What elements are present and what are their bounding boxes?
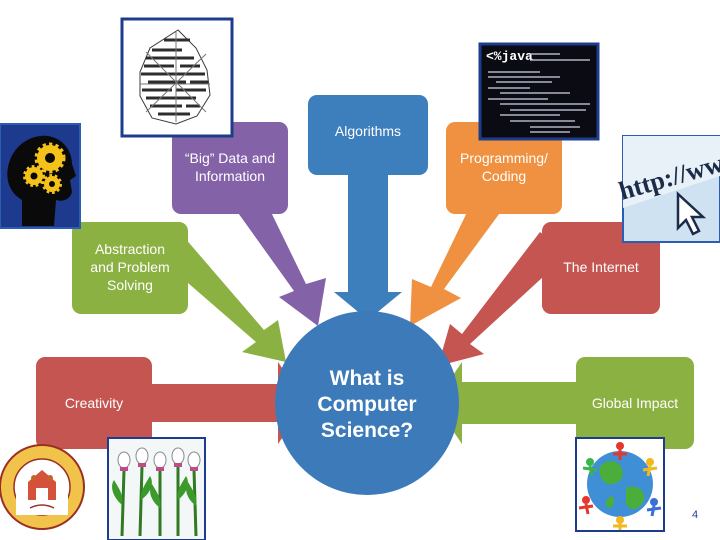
arrow-internet <box>438 232 568 366</box>
arrow-global-impact <box>434 362 580 444</box>
node-box-programming <box>446 122 562 214</box>
arrow-big-data <box>236 208 326 326</box>
node-label-algorithms: Algorithms <box>334 123 402 139</box>
lausd-seal-logo <box>0 444 85 530</box>
arrow-creativity <box>150 362 306 444</box>
arrow-programming <box>410 206 502 326</box>
center-circle <box>275 311 459 495</box>
node-label-abstraction: Abstraction and Problem Solving <box>90 241 170 293</box>
network-graph-image <box>120 17 234 138</box>
node-box-abstraction <box>72 222 188 314</box>
node-box-global-impact <box>576 357 694 449</box>
head-gears-image <box>0 123 81 229</box>
node-box-algorithms <box>308 95 428 175</box>
lightbulb-sprouts-image <box>107 437 206 540</box>
globe-people-image <box>575 437 665 532</box>
node-label-programming: Programming/ Coding <box>460 150 548 184</box>
node-label-creativity: Creativity <box>64 395 124 411</box>
node-label-big-data: “Big” Data and Information <box>184 150 276 184</box>
page-number: 4 <box>692 509 699 521</box>
node-box-internet <box>542 222 660 314</box>
java-code-label: <%java <box>486 49 533 64</box>
node-label-internet: The Internet <box>563 259 639 275</box>
node-box-creativity <box>36 357 152 449</box>
node-label-global-impact: Global Impact <box>591 395 679 411</box>
java-code-image: <%java <box>478 42 600 141</box>
node-box-big-data <box>172 122 288 214</box>
center-label: What is Computer Science? <box>317 367 417 442</box>
arrow-algorithms <box>334 150 402 320</box>
http-url-image: http://www <box>616 135 720 243</box>
